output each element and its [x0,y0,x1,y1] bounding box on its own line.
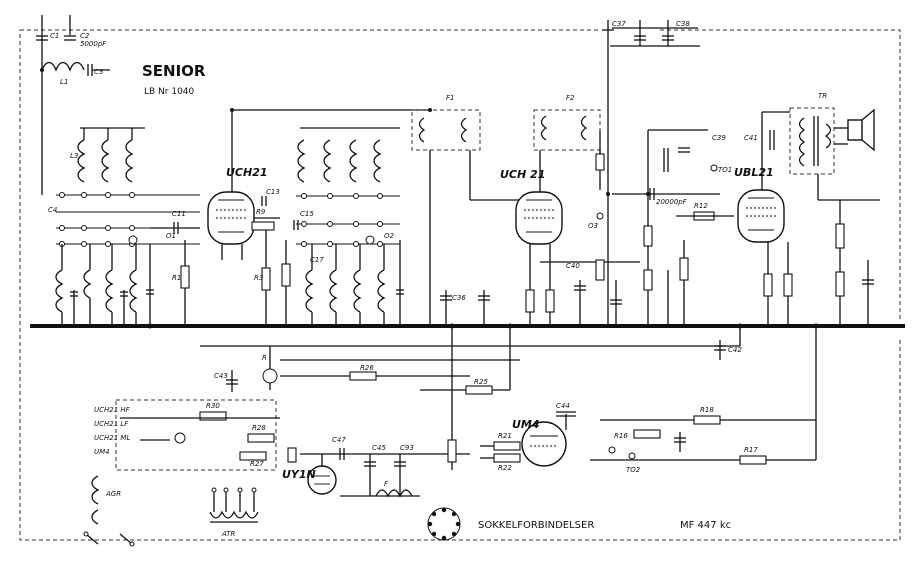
uch21-left-tube: UCH21 R9 C13 [207,109,430,260]
c11-label: C11 [172,210,186,218]
r3-label: R3 [254,274,263,282]
antenna-section: C1 C2 5000pF L1 C3 [36,15,110,195]
f1-label: F1 [446,94,454,102]
socket-connections-title: SOKKELFORBINDELSER [478,520,594,531]
junction-dots [40,68,819,329]
atr-label: ATR [221,530,236,538]
c39-label: C39 [712,134,726,142]
um4-label: UM4 [512,418,540,431]
filter-choke-label: F [384,480,389,488]
ubl21-tube: UBL21 C41 [734,111,793,326]
sw-agr-label: AGR [105,490,121,498]
c38-label: C38 [676,20,690,28]
uch21-right-label: UCH 21 [500,168,545,181]
um4-indicator: UM4 C44 R21 R22 [480,402,576,472]
um4-pin-label: UM4 [94,448,110,456]
middle-coil-bank: O2 C17 [296,127,404,326]
c2-value: 5000pF [80,40,107,48]
c3-label: C3 [94,68,103,76]
uch21-right-tube: UCH 21 [500,150,563,326]
c-20000pf-label: 20000pF [656,198,688,206]
r18-label: R18 [700,406,714,414]
o2-label: O2 [384,232,395,240]
schematic-number: LB Nr 1040 [144,87,195,97]
c41-label: C41 [744,134,758,142]
r28-label: R28 [252,424,266,432]
uch21-ml-label: UCH21 ML [94,434,130,442]
uch21-lf-label: UCH21 LF [94,420,129,428]
uch21-hf-label: UCH21 HF [94,406,131,414]
tr-label: TR [818,92,827,100]
c13-label: C13 [266,188,280,196]
lower-network: R26 R25 R C43 C42 R18 R17 R16 TO2 [200,326,817,474]
o1-label: O1 [166,232,176,240]
f2-label: F2 [566,94,575,102]
r30-label: R30 [206,402,220,410]
uch21-left-label: UCH21 [226,166,268,179]
r17-label: R17 [744,446,758,454]
drawing-reference: MF 447 kc [680,520,731,531]
r1-label: R1 [172,274,181,282]
o3-label: O3 [588,222,598,230]
chassis-outline [19,29,901,541]
rectifier-section: UY1N C47 C45 C93 F [282,326,470,498]
oscillator-o1-section: O1 C11 R1 [128,210,200,326]
r9-label: R9 [256,208,266,216]
left-coil-bank: L3 C4 [48,127,200,326]
r16-label: R16 [614,432,628,440]
r21-label: R21 [498,432,512,440]
if-transformer-f2: F2 [533,94,605,190]
output-transformer: TR [789,92,880,326]
r27-label: R27 [250,460,264,468]
lower-left-section: UCH21 HF UCH21 LF UCH21 ML UM4 R30 R28 R… [83,399,280,547]
c42-label: C42 [728,346,742,354]
r26-label: R26 [360,364,374,372]
c15-label: C15 [300,210,314,218]
to1-label: TO1 [718,166,732,174]
if-transformer-f1: F1 C36 [411,94,520,326]
c44-label: C44 [556,402,570,410]
r12-label: R12 [694,202,708,210]
detector-section: C37 C38 O3 C40 C39 TO1 20000pF R12 [540,20,734,326]
to2-label: TO2 [626,466,641,474]
r-pot-label: R [262,354,267,362]
c2-label: C2 [80,32,90,40]
c45-label: C45 [372,444,386,452]
c43-label: C43 [214,372,228,380]
mixer-r3-section: R3 C15 [254,210,314,326]
schematic-title: SENIOR [142,62,206,80]
ubl21-label: UBL21 [734,166,774,179]
l1-label: L1 [60,78,68,86]
c40-label: C40 [566,262,580,270]
c93-label: C93 [400,444,414,452]
c47-label: C47 [332,436,346,444]
c4-label: C4 [48,206,57,214]
c36-label: C36 [452,294,466,302]
c37-label: C37 [612,20,626,28]
c17-label: C17 [310,256,324,264]
r22-label: R22 [498,464,512,472]
c1-label: C1 [50,32,59,40]
r25-label: R25 [474,378,488,386]
l3-label: L3 [70,152,78,160]
uy1n-label: UY1N [282,468,316,481]
socket-diagram [427,507,461,541]
